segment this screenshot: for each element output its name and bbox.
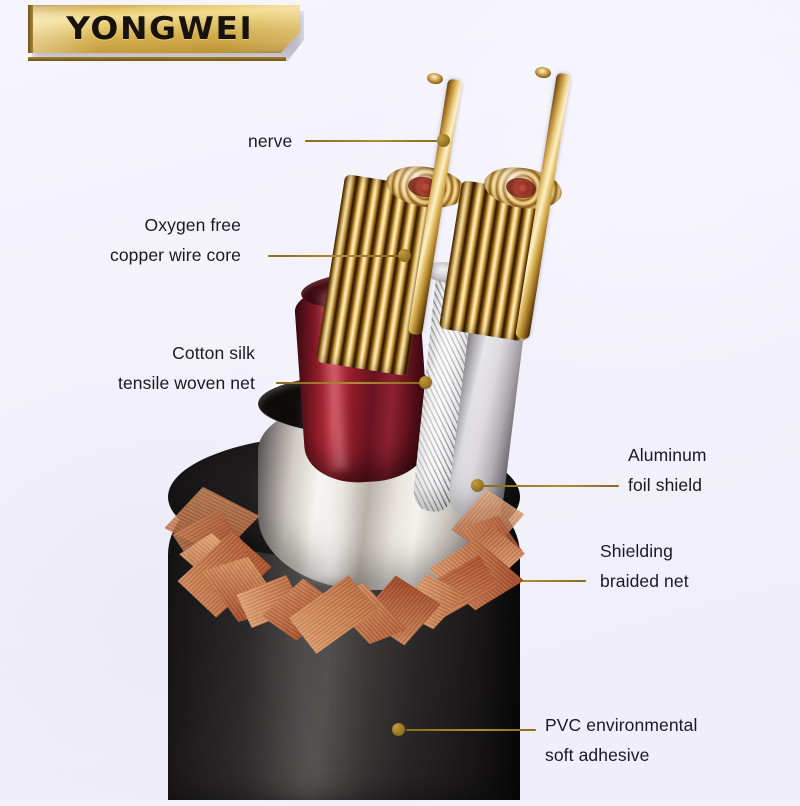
brand-logo-bevel-bottom — [28, 57, 286, 61]
gold-pin-right-ring — [536, 104, 551, 110]
callout-label-pvc-environmental-soft-adhesive: PVC environmental soft adhesive — [545, 710, 697, 770]
callout-label-cotton-silk-tensile-woven-net: Cotton silk tensile woven net — [118, 338, 255, 398]
callout-label-line: copper wire core — [110, 245, 241, 265]
callout-label-line: Shielding — [600, 541, 673, 561]
gold-pin-left-tip — [426, 71, 444, 86]
callout-label-line: Oxygen free — [144, 215, 241, 235]
callout-leader-line-oxygen-free-copper-wire-core — [268, 255, 400, 257]
callout-dot-aluminum-foil-shield — [471, 479, 484, 492]
gold-pin-left-ring — [428, 110, 443, 116]
callout-label-oxygen-free-copper-wire-core: Oxygen free copper wire core — [110, 210, 241, 270]
callout-label-line: nerve — [248, 131, 293, 151]
callout-label-line: Cotton silk — [172, 343, 255, 363]
callout-label-line: Aluminum — [628, 445, 707, 465]
brand-logo-text: YONGWEI — [66, 11, 254, 47]
callout-leader-line-pvc-environmental-soft-adhesive — [406, 729, 536, 731]
brand-logo-plate — [28, 5, 300, 53]
callout-label-line: foil shield — [628, 475, 703, 495]
callout-label-line: braided net — [600, 571, 689, 591]
callout-leader-line-cotton-silk-tensile-woven-net — [276, 382, 422, 384]
callout-dot-pvc-environmental-soft-adhesive — [392, 723, 405, 736]
callout-label-aluminum-foil-shield: Aluminum foil shield — [628, 440, 707, 500]
callout-dot-oxygen-free-copper-wire-core — [398, 249, 411, 262]
callout-label-nerve: nerve — [248, 126, 292, 156]
callout-leader-line-nerve — [305, 140, 437, 142]
callout-label-line: PVC environmental — [545, 715, 698, 735]
callout-dot-nerve — [437, 134, 450, 147]
gold-pin-right-tip — [534, 65, 552, 80]
callout-label-shielding-braided-net: Shielding braided net — [600, 536, 689, 596]
callout-label-line: tensile woven net — [118, 373, 255, 393]
brand-logo: YONGWEI — [28, 5, 304, 61]
callout-label-line: soft adhesive — [545, 745, 650, 765]
callout-leader-line-aluminum-foil-shield — [483, 485, 619, 487]
callout-dot-cotton-silk-tensile-woven-net — [419, 376, 432, 389]
brand-logo-bevel-left — [28, 5, 33, 53]
